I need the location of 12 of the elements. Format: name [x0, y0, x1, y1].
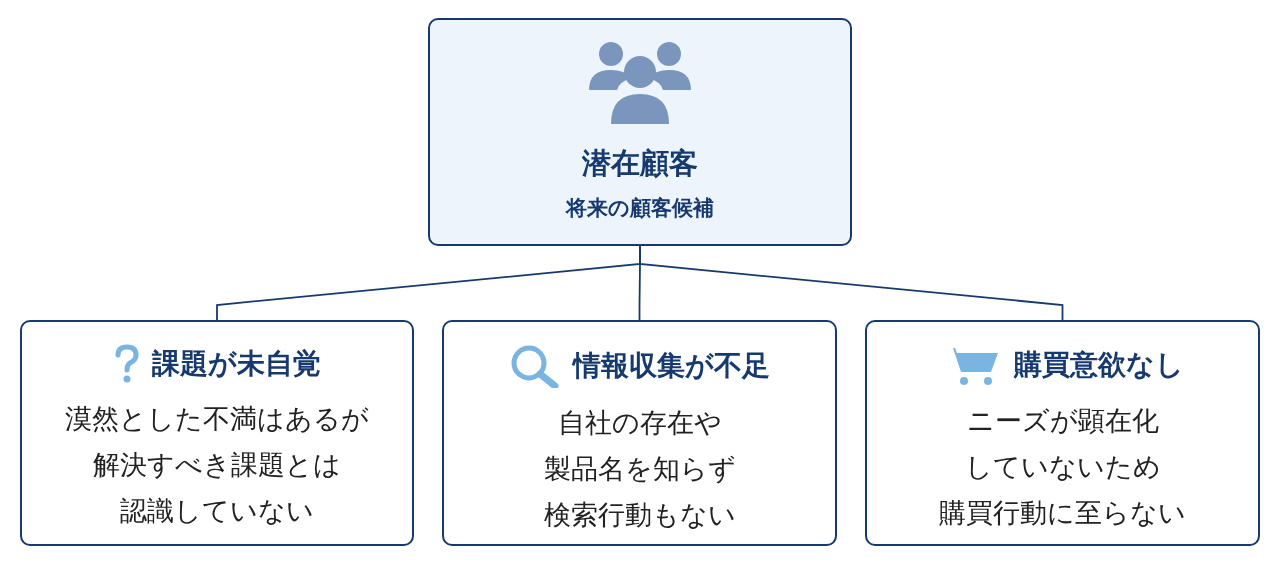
customer-card — [428, 18, 852, 246]
node-description: 漠然とした不満はあるが解決すべき課題とは認識していない — [65, 402, 369, 528]
node-description: 自社の存在や製品名を知らず検索行動もない — [543, 406, 736, 532]
node-title: 課題が未自覚 — [151, 346, 321, 382]
category-card — [20, 320, 414, 546]
node-title: 購買意欲なし — [1013, 347, 1184, 383]
category-card — [865, 320, 1260, 546]
node-description: ニーズが顕在化していないため購買行動に至らない — [939, 404, 1186, 530]
node-subtitle: 将来の顧客候補 — [566, 195, 714, 222]
node-title: 潜在顧客 — [582, 145, 698, 182]
category-card — [442, 320, 837, 546]
node-title: 情報収集が不足 — [573, 348, 770, 384]
